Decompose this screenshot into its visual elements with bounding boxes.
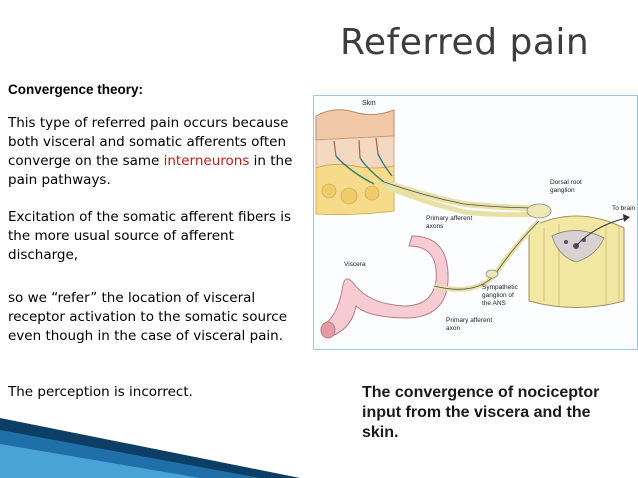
figure-caption: The convergence of nociceptor input from… <box>362 384 600 441</box>
paragraph-text: This type of referred pain occurs becaus… <box>8 115 289 169</box>
label-dorsal-root-1: Dorsal root <box>550 179 582 186</box>
label-sympathetic-2: ganglion of <box>482 292 514 299</box>
label-primary-afferent-axon-1: Primary afferent <box>446 317 492 324</box>
subheading: Convergence theory: <box>8 82 144 97</box>
label-sympathetic-1: Sympathetic <box>482 284 519 291</box>
slide-title: Referred pain <box>340 22 590 63</box>
visceral-afferent-axon <box>433 219 541 292</box>
skin-illustration <box>315 109 395 215</box>
paragraph-text: in the pain pathways. <box>8 153 293 188</box>
viscera-illustration <box>320 235 449 339</box>
paragraph-excitation: Excitation of the somatic afferent fiber… <box>8 209 292 263</box>
label-primary-afferent-axons-2: axons <box>426 223 444 230</box>
sympathetic-ganglion <box>485 269 499 279</box>
label-sympathetic-3: the ANS <box>482 300 507 307</box>
highlighted-term: interneurons <box>163 153 250 169</box>
label-skin: Skin <box>362 100 376 107</box>
label-dorsal-root-2: ganglion <box>550 187 575 194</box>
paragraph-refer: so we “refer” the location of visceral r… <box>8 290 287 344</box>
label-to-brain: To brain <box>612 205 636 212</box>
to-brain-pathway <box>575 217 627 247</box>
label-primary-afferent-axons-1: Primary afferent <box>426 215 472 222</box>
label-viscera: Viscera <box>344 261 366 268</box>
paragraph-perception: The perception is incorrect. <box>8 384 193 400</box>
dorsal-root-ganglion <box>526 203 552 219</box>
convergence-diagram: Skin Dorsal root ganglion To brain Prima… <box>313 95 638 350</box>
paragraph-convergence: This type of referred pain occurs becaus… <box>8 114 308 190</box>
label-primary-afferent-axon-2: axon <box>446 325 460 332</box>
spinal-cord <box>528 215 625 308</box>
corner-decoration <box>0 418 300 478</box>
